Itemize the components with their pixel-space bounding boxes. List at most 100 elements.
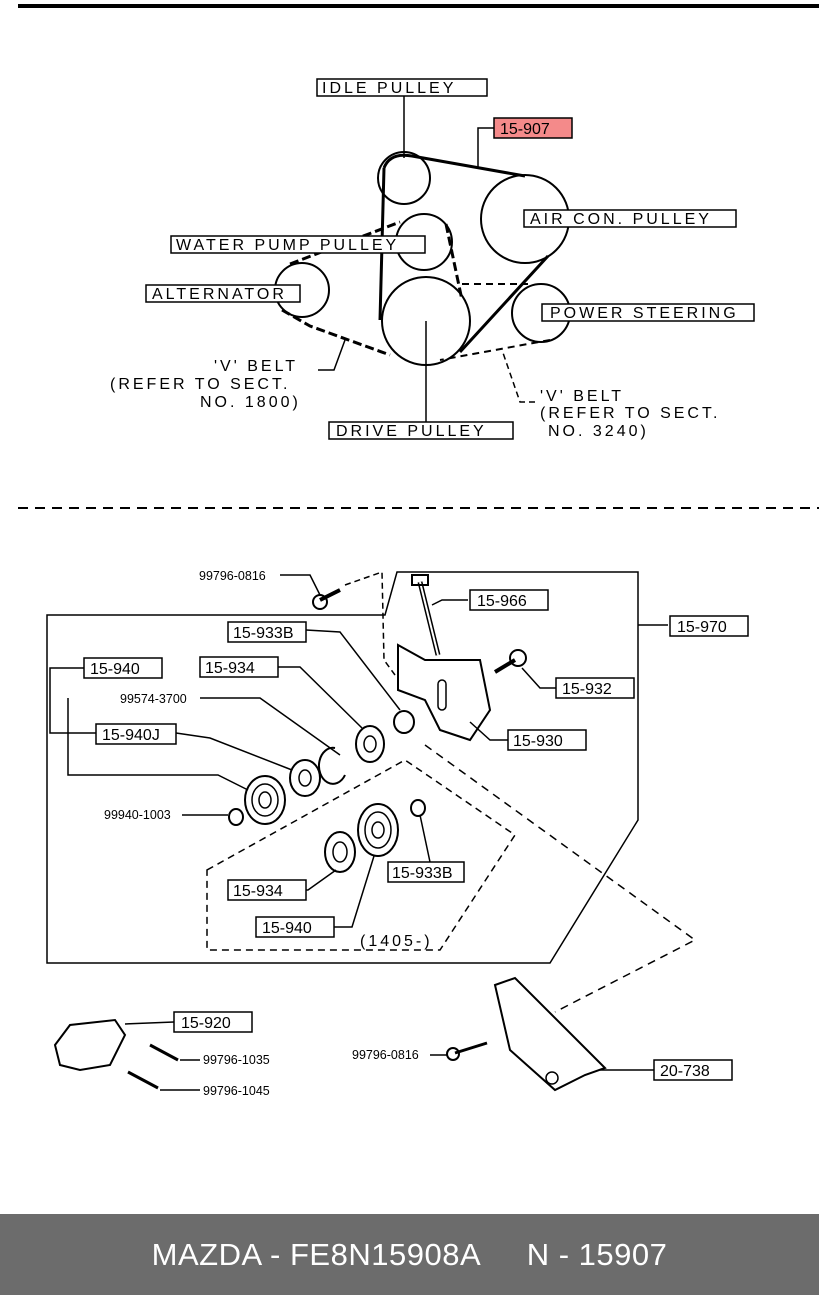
idle-pulley-label-box xyxy=(316,78,488,97)
pulley-15-934-top xyxy=(355,725,385,763)
nut-99940-1003 xyxy=(228,808,244,826)
bolt-99796-0816-bottom-head xyxy=(446,1047,460,1061)
pulley-15-934-top-inner xyxy=(363,735,377,753)
footer-spacer xyxy=(481,1237,527,1273)
leader-15-966 xyxy=(431,599,468,606)
drive-pulley-label: DRIVE PULLEY xyxy=(336,423,487,440)
leader-15-940-main xyxy=(67,698,249,791)
bolt-15-966-head xyxy=(411,574,429,586)
v-belt-power-steering xyxy=(439,283,551,361)
bracket-slot xyxy=(437,679,447,711)
box-15-940j xyxy=(95,723,177,745)
bracket-15-920 xyxy=(53,1018,127,1072)
cover-20-738-hole xyxy=(545,1071,559,1085)
label-15-966[interactable]: 15-966 xyxy=(477,593,527,610)
leader-99796-0816-top xyxy=(280,574,321,596)
bolt-15-932-head xyxy=(509,649,527,667)
box-15-934-bottom xyxy=(227,879,307,901)
footer-bar: MAZDA - FE8N15908A N - 15907 xyxy=(0,1214,819,1295)
v-belt-right-line1: 'V' BELT xyxy=(540,388,624,405)
label-15-934-top[interactable]: 15-934 xyxy=(205,660,255,677)
pulley-15-940-lower-groove xyxy=(364,811,392,849)
label-99940-1003[interactable]: 99940-1003 xyxy=(104,808,171,822)
box-20-738 xyxy=(653,1059,733,1081)
spacer-15-933b-top xyxy=(393,710,415,734)
spacer-15-933b-lower xyxy=(410,799,426,817)
pulley-15-940-lower-inner xyxy=(371,821,385,839)
label-15-930[interactable]: 15-930 xyxy=(513,733,563,750)
box-15-932 xyxy=(555,677,635,699)
bolt-99796-0816-top xyxy=(319,588,341,602)
dashed-link-20-738 xyxy=(424,744,697,1013)
label-15-932[interactable]: 15-932 xyxy=(562,681,612,698)
water-pump-pulley-label: WATER PUMP PULLEY xyxy=(176,237,399,254)
exploded-view xyxy=(46,570,697,1092)
leader-15-932 xyxy=(521,667,556,689)
dashed-bolt-path xyxy=(344,570,396,676)
alternator-label: ALTERNATOR xyxy=(152,286,287,303)
pulley-15-934-lower-inner xyxy=(332,841,348,863)
bolt-99796-0816-bottom xyxy=(454,1041,488,1055)
leader-15-930 xyxy=(469,721,508,741)
footer-part-number: MAZDA - FE8N15908A xyxy=(151,1236,482,1272)
box-15-940 xyxy=(83,657,163,679)
idle-pulley-label: IDLE PULLEY xyxy=(322,80,456,97)
bolt-99796-0816-top-head xyxy=(312,594,328,610)
label-99574-3700[interactable]: 99574-3700 xyxy=(120,692,187,706)
v-belt-left-line1: 'V' BELT xyxy=(214,358,298,375)
box-15-940-bottom xyxy=(255,916,335,938)
label-99796-1035[interactable]: 99796-1035 xyxy=(203,1053,270,1067)
label-15-933b-bottom[interactable]: 15-933B xyxy=(392,865,453,882)
label-15-933b-top[interactable]: 15-933B xyxy=(233,625,294,642)
v-belt-left-line3: NO. 1800) xyxy=(200,394,301,411)
pulley-15-940-inner xyxy=(258,791,272,809)
v-belt-right-line2: (REFER TO SECT. xyxy=(540,405,720,422)
highlight-part-box[interactable] xyxy=(493,117,573,139)
leader-v-belt-right xyxy=(501,349,535,403)
drive-pulley-label-box xyxy=(328,421,514,440)
bolt-15-966-core xyxy=(419,581,439,656)
box-15-933b-bottom xyxy=(387,861,465,883)
water-pump-pulley-label-box xyxy=(170,235,426,254)
label-15-934-bottom[interactable]: 15-934 xyxy=(233,883,283,900)
top-border xyxy=(18,4,819,8)
label-99796-0816-bottom[interactable]: 99796-0816 xyxy=(352,1048,419,1062)
v-belt-right-line3: NO. 3240) xyxy=(548,423,649,440)
bracket-15-930 xyxy=(397,643,492,742)
power-steering-label: POWER STEERING xyxy=(550,305,739,322)
alternator-label-box xyxy=(145,284,301,303)
cover-20-738 xyxy=(493,976,607,1092)
assembly-outline xyxy=(46,571,639,964)
footer-reference: N - 15907 xyxy=(526,1236,668,1272)
box-15-970 xyxy=(669,615,749,637)
label-15-940j[interactable]: 15-940J xyxy=(102,727,160,744)
pulley-15-934-lower xyxy=(324,831,356,873)
belt-routing-diagram xyxy=(274,96,571,422)
leader-15-933b-lower xyxy=(419,814,431,863)
label-1405: (1405-) xyxy=(360,933,433,950)
label-15-970[interactable]: 15-970 xyxy=(677,619,727,636)
air-con-pulley-label: AIR CON. PULLEY xyxy=(530,211,712,228)
label-20-738[interactable]: 20-738 xyxy=(660,1063,710,1080)
box-15-930 xyxy=(507,729,587,751)
highlight-part-label: 15-907 xyxy=(500,121,550,138)
leader-15-940-lower xyxy=(334,855,375,928)
pulley-15-940j-inner xyxy=(298,769,312,787)
bolt-99796-1035 xyxy=(149,1043,179,1062)
label-99796-1045[interactable]: 99796-1045 xyxy=(203,1084,270,1098)
label-15-940-bottom[interactable]: 15-940 xyxy=(262,920,312,937)
pulley-15-940 xyxy=(244,775,286,825)
leader-15-920 xyxy=(124,1021,175,1025)
pulley-15-940-groove xyxy=(251,783,279,817)
leader-99574-3700 xyxy=(200,697,341,756)
label-15-920[interactable]: 15-920 xyxy=(181,1015,231,1032)
pulley-15-940j xyxy=(289,759,321,797)
pulley-15-940-lower xyxy=(357,803,399,857)
snap-ring-99574-3700 xyxy=(317,746,346,785)
label-15-940[interactable]: 15-940 xyxy=(90,661,140,678)
box-15-966 xyxy=(469,589,549,611)
parts-diagram: IDLE PULLEY 15-907 AIR CON. PULLEY WATER… xyxy=(18,4,819,1098)
box-15-933b-top xyxy=(227,621,307,643)
label-99796-0816-top[interactable]: 99796-0816 xyxy=(199,569,266,583)
bolt-99796-1045 xyxy=(127,1070,159,1090)
